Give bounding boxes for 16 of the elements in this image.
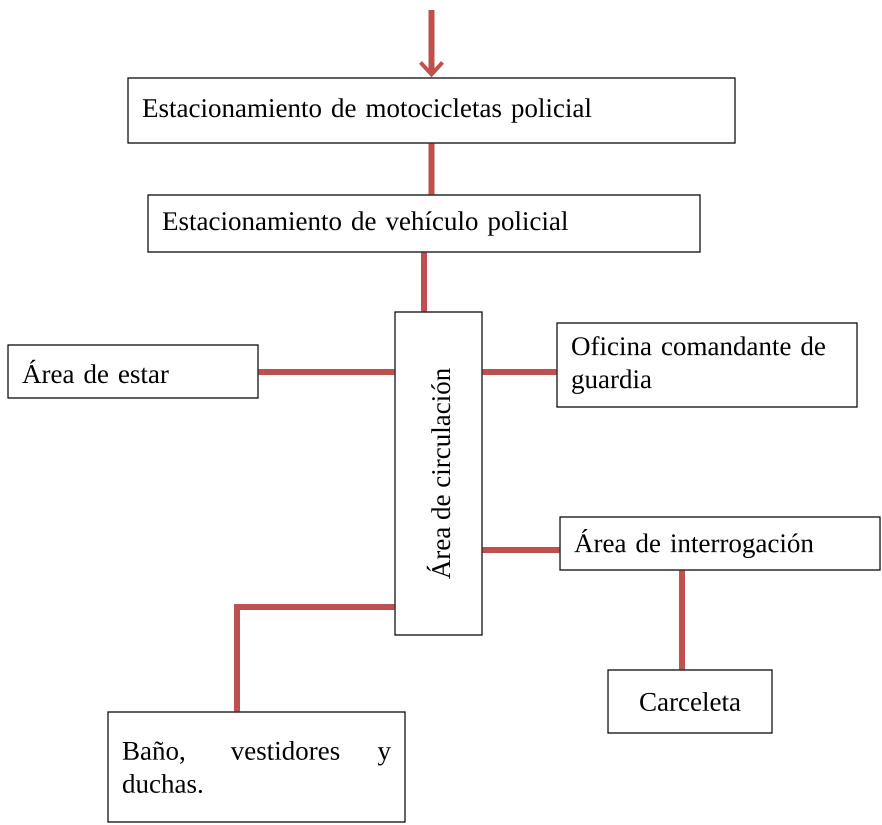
room-box: Estacionamiento de motocicletas policial: [127, 77, 736, 144]
room-box: Área de circulación: [394, 311, 483, 636]
connector-line: [234, 604, 394, 712]
room-box: Oficina comandante de guardia: [556, 322, 858, 408]
arrow: [419, 10, 444, 78]
connector-line: [482, 369, 556, 375]
connector-line: [258, 369, 394, 375]
room-box: Área de interrogación: [559, 516, 881, 571]
room-box: Carceleta: [607, 669, 773, 734]
room-box: Estacionamiento de vehículo policial: [147, 194, 701, 253]
connector-line: [482, 547, 560, 553]
room-box: Área de estar: [7, 344, 259, 399]
connector-line: [421, 252, 427, 312]
connector-line: [679, 570, 685, 670]
connector-line: [428, 144, 434, 194]
room-box: Baño, vestidores y duchas.: [107, 711, 406, 823]
